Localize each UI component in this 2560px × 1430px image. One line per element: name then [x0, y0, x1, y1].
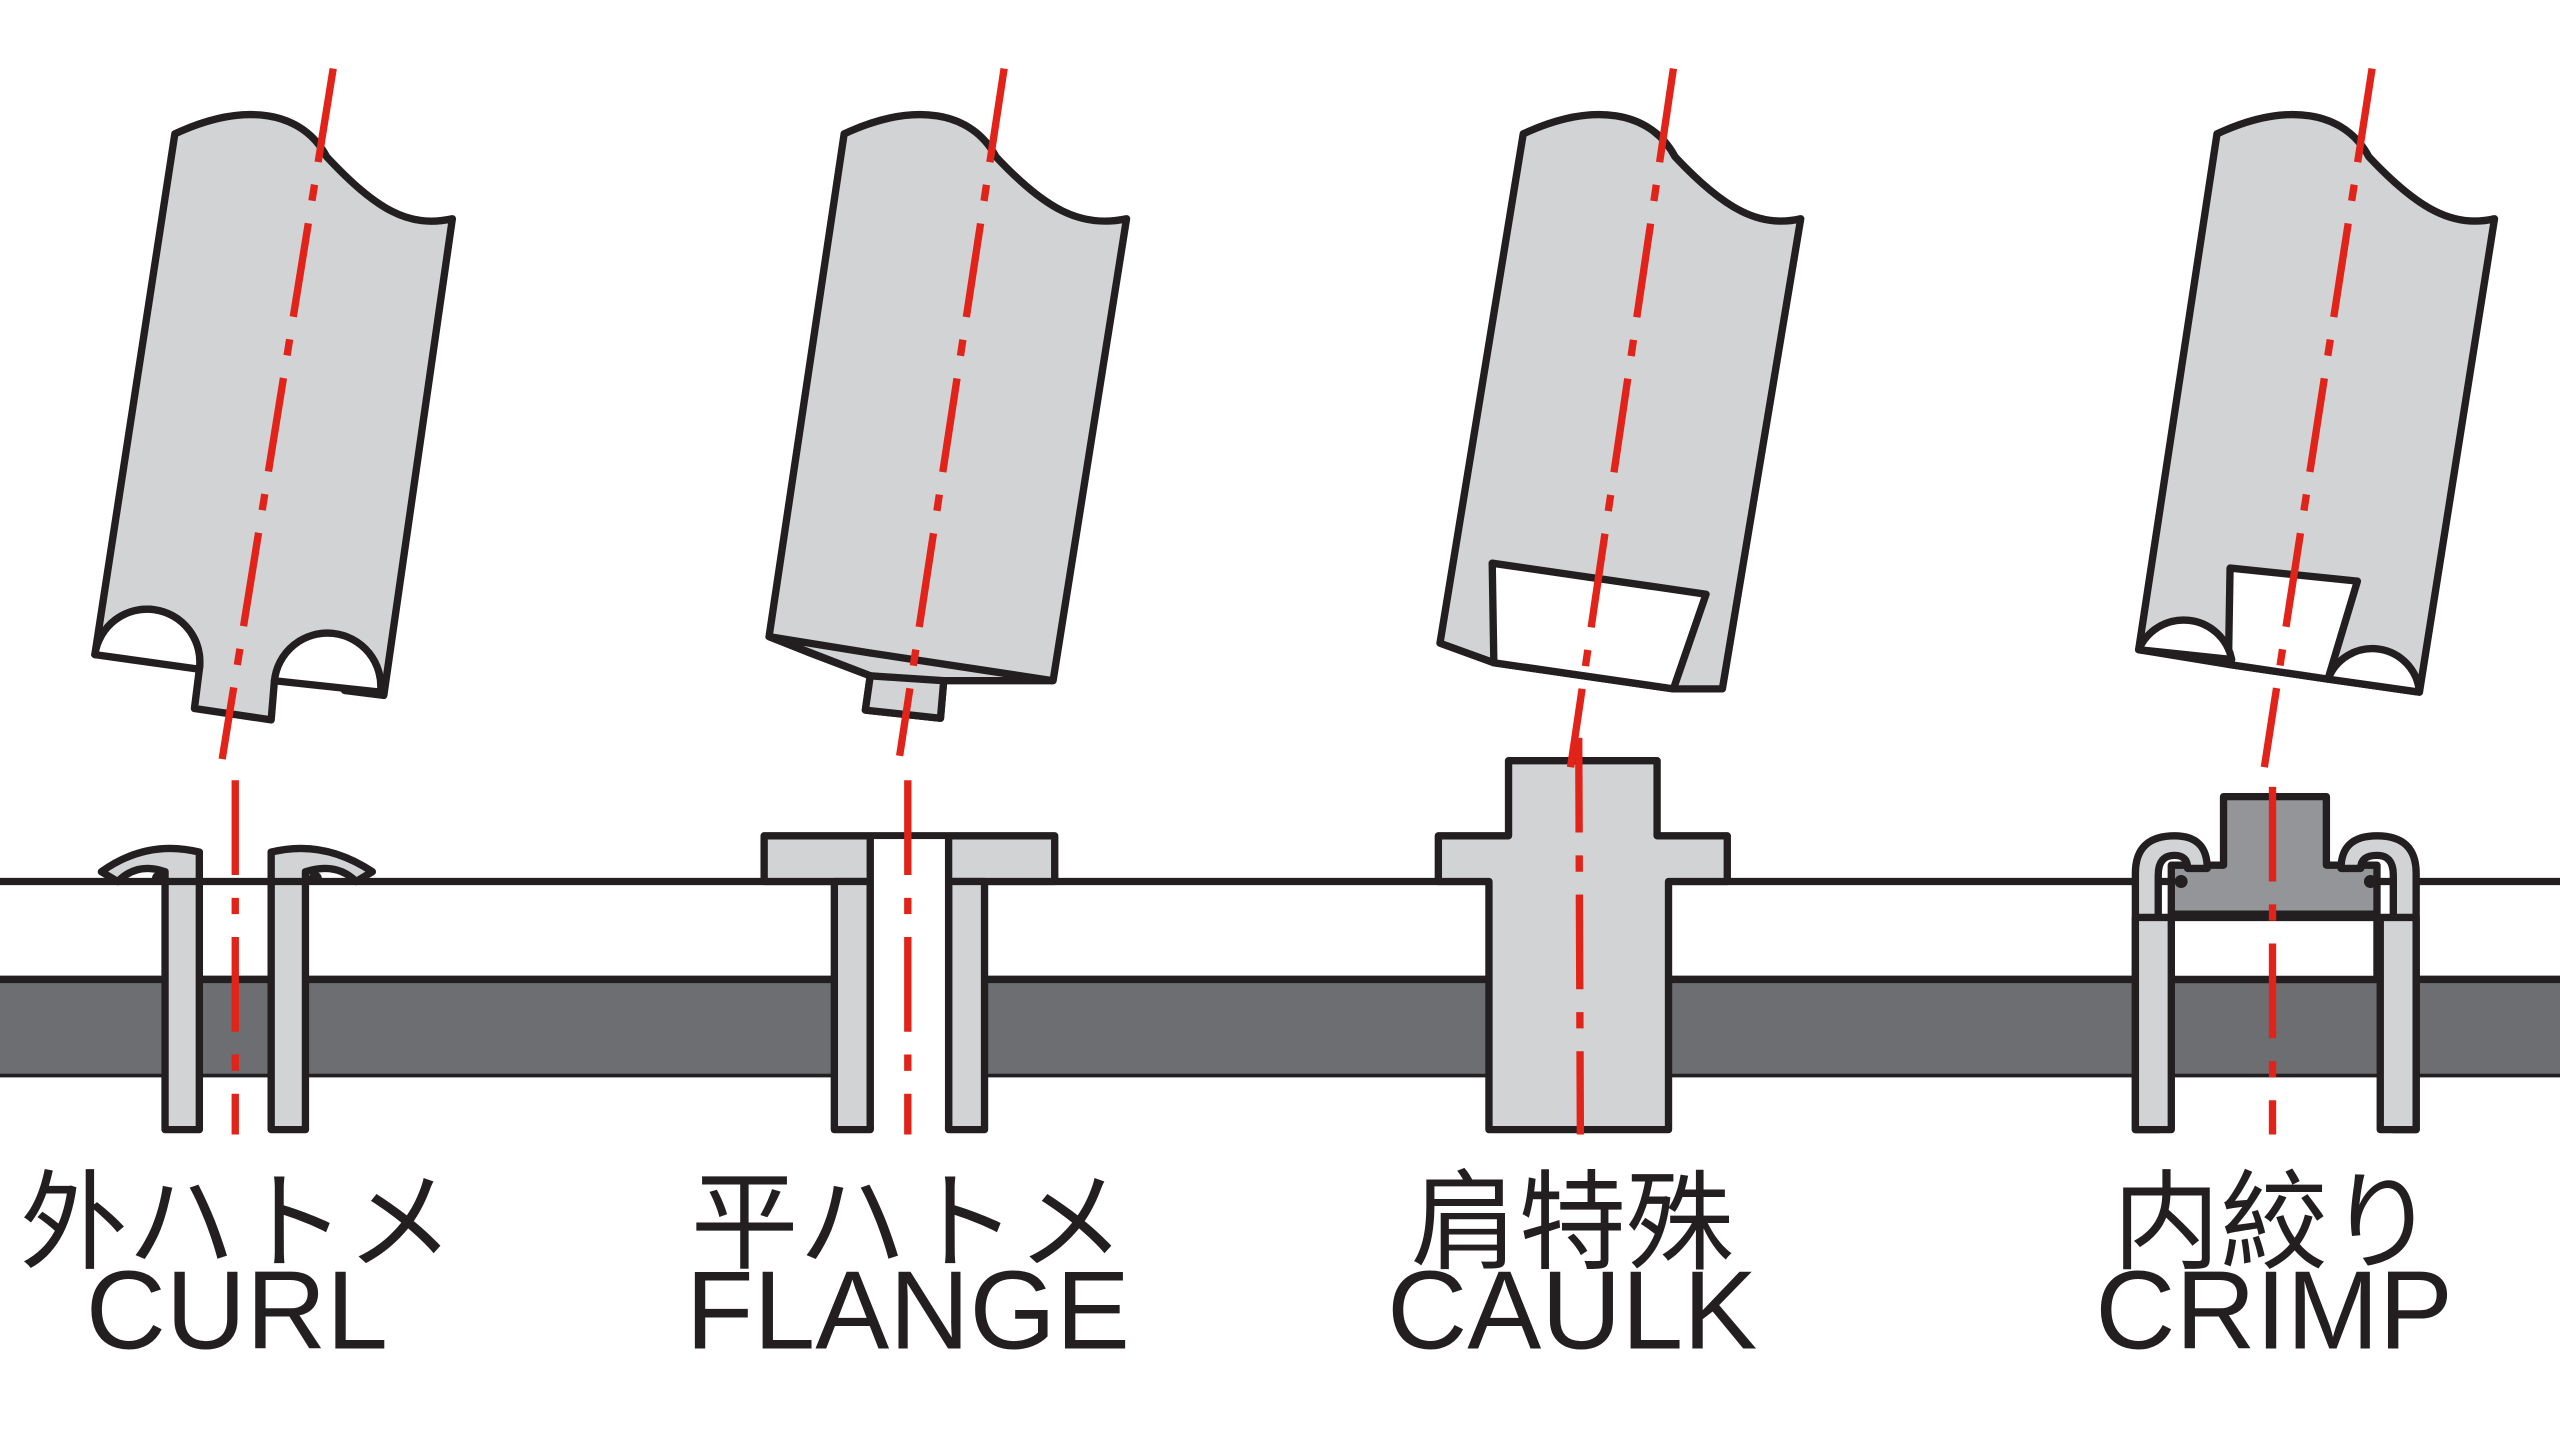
- method-curl: [91, 67, 457, 1135]
- crimp-lip-bead-right: [2363, 874, 2377, 889]
- caulk-center-axis: [1566, 68, 1678, 768]
- flange-tube-left-wall: [830, 877, 874, 1134]
- method-flange: [760, 68, 1131, 1135]
- label-curl-jp: 外ハトメ: [20, 1161, 454, 1286]
- label-flange-en: FLANGE: [686, 1248, 1130, 1372]
- label-crimp-en: CRIMP: [2095, 1248, 2453, 1372]
- flange-center-axis: [896, 68, 1008, 757]
- curl-center-axis: [218, 67, 337, 760]
- crimp-center-axis: [2260, 68, 2376, 768]
- curl-tool-cavity-right: [270, 629, 385, 696]
- curl-lip-bead-right: [308, 871, 322, 885]
- method-caulk: [1434, 68, 1805, 1135]
- crimp-punch-tool: [2134, 111, 2499, 696]
- curl-rolled-lip-left: [97, 844, 204, 886]
- method-crimp: [2131, 68, 2499, 1135]
- curl-rolled-lip-right: [267, 844, 377, 886]
- crimp-tube-lower-left: [2131, 913, 2175, 1134]
- crimp-tool-cavity-right: [2324, 644, 2424, 696]
- curl-lip-bead-left: [151, 871, 166, 885]
- label-caulk-en: CAULK: [1387, 1248, 1757, 1372]
- curl-tube-right-wall: [267, 861, 310, 1134]
- method-labels: 外ハトメ CURL 平ハトメ FLANGE 肩特殊 CAULK 内絞り CRIM…: [20, 1161, 2453, 1372]
- caulk-tool-cavity: [1488, 559, 1710, 693]
- curl-tool-cavity-left: [91, 605, 204, 673]
- crimp-tube-lower-right: [2376, 913, 2420, 1134]
- label-curl-en: CURL: [86, 1248, 388, 1372]
- flange-tool-bevel: [767, 633, 1054, 685]
- label-flange-jp: 平ハトメ: [691, 1161, 1125, 1286]
- caulk-lower-axis: [1575, 737, 1585, 1135]
- label-crimp-jp: 内絞り: [2113, 1161, 2436, 1286]
- board-core-layer: [0, 975, 2560, 1082]
- caulk-punch-tool: [1436, 111, 1805, 693]
- label-caulk-jp: 肩特殊: [1411, 1161, 1734, 1286]
- crimp-lip-bead-left: [2174, 874, 2188, 889]
- curl-tube-left-wall: [161, 861, 204, 1134]
- crimp-tool-cavity-left: [2134, 616, 2236, 664]
- board-bottom-layer: [0, 1077, 2560, 1086]
- flange-tool-pin: [861, 672, 948, 722]
- flange-tube-right-wall: [944, 877, 989, 1134]
